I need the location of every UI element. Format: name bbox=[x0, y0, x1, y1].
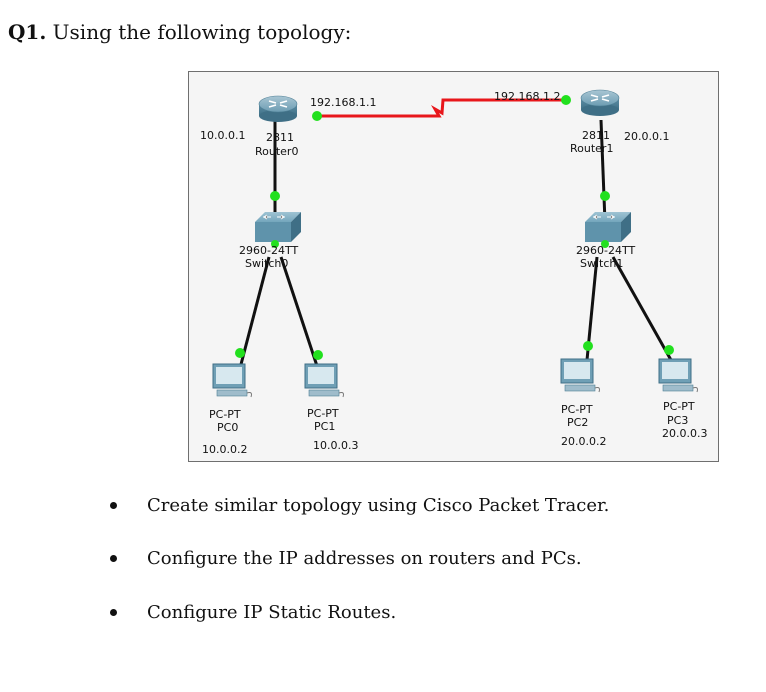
pc1-model: PC-PT bbox=[307, 407, 339, 420]
router1-wan-ip: 192.168.1.2 bbox=[494, 90, 561, 103]
pc3-ip: 20.0.0.3 bbox=[662, 427, 708, 440]
serial-link bbox=[318, 98, 564, 118]
link-status-dot bbox=[270, 191, 280, 201]
list-item: Create similar topology using Cisco Pack… bbox=[110, 491, 609, 519]
pc2-model: PC-PT bbox=[561, 403, 593, 416]
router-icon bbox=[258, 95, 298, 122]
link-switch0-pc1 bbox=[279, 256, 321, 373]
question-heading: Q1. Using the following topology: bbox=[8, 20, 351, 44]
link-status-dot bbox=[313, 350, 323, 360]
task-text: Configure IP Static Routes. bbox=[147, 601, 397, 623]
router0-lan-ip: 10.0.0.1 bbox=[200, 129, 246, 142]
switch0-model: 2960-24TT bbox=[239, 244, 299, 257]
router-icon bbox=[580, 89, 620, 116]
pc1-name: PC1 bbox=[314, 420, 336, 433]
router0-wan-ip: 192.168.1.1 bbox=[310, 96, 377, 109]
link-status-dot bbox=[235, 348, 245, 358]
topology-canvas bbox=[212, 89, 698, 398]
pc3-name: PC3 bbox=[667, 414, 689, 427]
pc-icon bbox=[212, 363, 252, 398]
router1-name: Router1 bbox=[570, 142, 614, 155]
pc0-model: PC-PT bbox=[209, 408, 241, 421]
pc2-name: PC2 bbox=[567, 416, 589, 429]
list-item: Configure IP Static Routes. bbox=[110, 598, 396, 626]
router0-model: 2811 bbox=[266, 131, 294, 144]
link-status-dot bbox=[583, 341, 593, 351]
task-text: Configure the IP addresses on routers an… bbox=[147, 547, 582, 569]
router1-lan-ip: 20.0.0.1 bbox=[624, 130, 670, 143]
switch-icon bbox=[585, 212, 631, 242]
bullet-icon bbox=[110, 501, 117, 509]
link-status-dot bbox=[601, 240, 609, 248]
router1-model: 2811 bbox=[582, 129, 610, 142]
switch0-name: Switch0 bbox=[245, 257, 289, 270]
pc-icon bbox=[560, 358, 600, 393]
link-status-dot bbox=[312, 111, 322, 121]
pc2-ip: 20.0.0.2 bbox=[561, 435, 607, 448]
link-switch1-pc3 bbox=[611, 256, 673, 361]
pc-icon bbox=[304, 363, 344, 398]
task-text: Create similar topology using Cisco Pack… bbox=[147, 494, 610, 516]
switch-icon bbox=[255, 212, 301, 242]
question-number: Q1. bbox=[8, 20, 47, 44]
switch1-name: Switch1 bbox=[580, 257, 624, 270]
link-status-dot bbox=[664, 345, 674, 355]
topology-diagram: 192.168.1.1 10.0.0.1 2811 Router0 192.16… bbox=[188, 71, 719, 462]
list-item: Configure the IP addresses on routers an… bbox=[110, 544, 582, 572]
pc0-ip: 10.0.0.2 bbox=[202, 443, 248, 456]
question-text: Using the following topology: bbox=[52, 20, 352, 44]
link-status-dot bbox=[271, 240, 279, 248]
bullet-icon bbox=[110, 608, 117, 616]
link-status-dot bbox=[600, 191, 610, 201]
pc1-ip: 10.0.0.3 bbox=[313, 439, 359, 452]
pc3-model: PC-PT bbox=[663, 400, 695, 413]
link-router1-switch1 bbox=[599, 119, 607, 223]
link-status-dot bbox=[561, 95, 571, 105]
pc0-name: PC0 bbox=[217, 421, 239, 434]
switch1-model: 2960-24TT bbox=[576, 244, 636, 257]
pc-icon bbox=[658, 358, 698, 393]
bullet-icon bbox=[110, 554, 117, 562]
router0-name: Router0 bbox=[255, 145, 299, 158]
